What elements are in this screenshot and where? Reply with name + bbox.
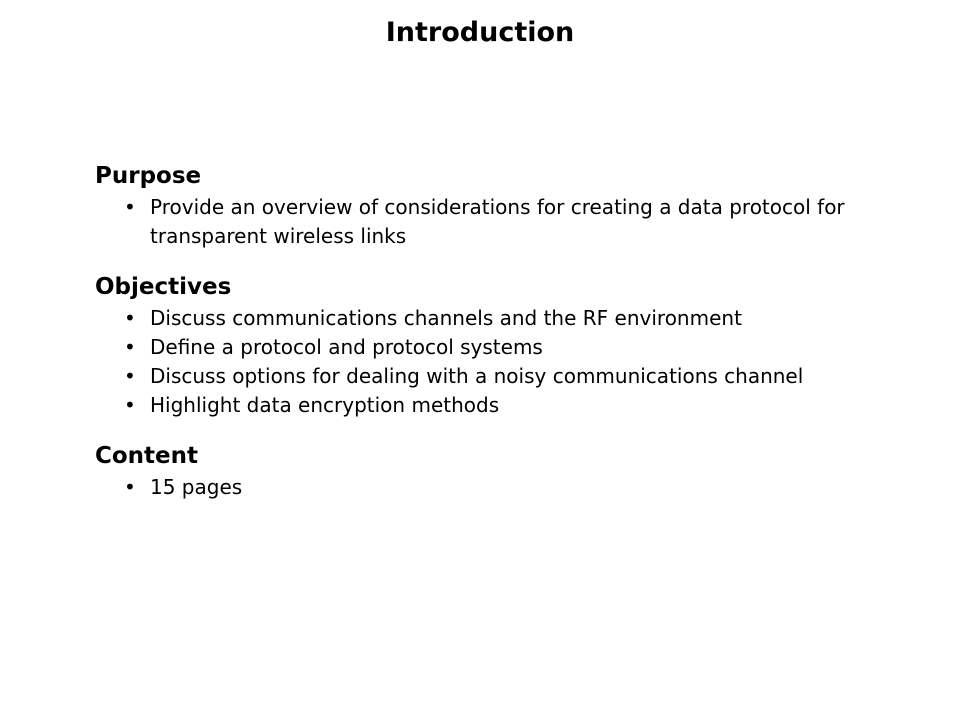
- bullet-list-content: • 15 pages: [95, 473, 885, 502]
- section-heading-objectives: Objectives: [95, 274, 232, 300]
- section-heading-content: Content: [95, 443, 199, 469]
- list-item: • 15 pages: [95, 473, 885, 502]
- list-item: • Discuss communications channels and th…: [95, 304, 885, 333]
- list-item: • Define a protocol and protocol systems: [95, 333, 885, 362]
- list-item-label: 15 pages: [150, 475, 243, 499]
- bullet-list-purpose: • Provide an overview of considerations …: [95, 193, 885, 251]
- bullet-point-icon: •: [124, 475, 136, 499]
- list-item-label: Provide an overview of considerations fo…: [150, 195, 845, 248]
- section-content: Content • 15 pages: [95, 442, 885, 502]
- bullet-point-icon: •: [124, 393, 136, 417]
- section-heading-purpose: Purpose: [95, 163, 202, 189]
- bullet-point-icon: •: [124, 306, 136, 330]
- list-item-label: Highlight data encryption methods: [150, 393, 500, 417]
- bullet-point-icon: •: [124, 335, 136, 359]
- list-item: • Provide an overview of considerations …: [95, 193, 885, 251]
- list-item-label: Discuss options for dealing with a noisy…: [150, 364, 804, 388]
- list-item: • Highlight data encryption methods: [95, 391, 885, 420]
- list-item-label: Discuss communications channels and the …: [150, 306, 742, 330]
- list-item-label: Define a protocol and protocol systems: [150, 335, 543, 359]
- bullet-point-icon: •: [124, 364, 136, 388]
- slide-body: Purpose • Provide an overview of conside…: [95, 162, 885, 502]
- bullet-list-objectives: • Discuss communications channels and th…: [95, 304, 885, 420]
- list-item: • Discuss options for dealing with a noi…: [95, 362, 885, 391]
- section-purpose: Purpose • Provide an overview of conside…: [95, 162, 885, 251]
- bullet-point-icon: •: [124, 195, 136, 219]
- section-objectives: Objectives • Discuss communications chan…: [95, 273, 885, 420]
- page-title: Introduction: [385, 17, 575, 48]
